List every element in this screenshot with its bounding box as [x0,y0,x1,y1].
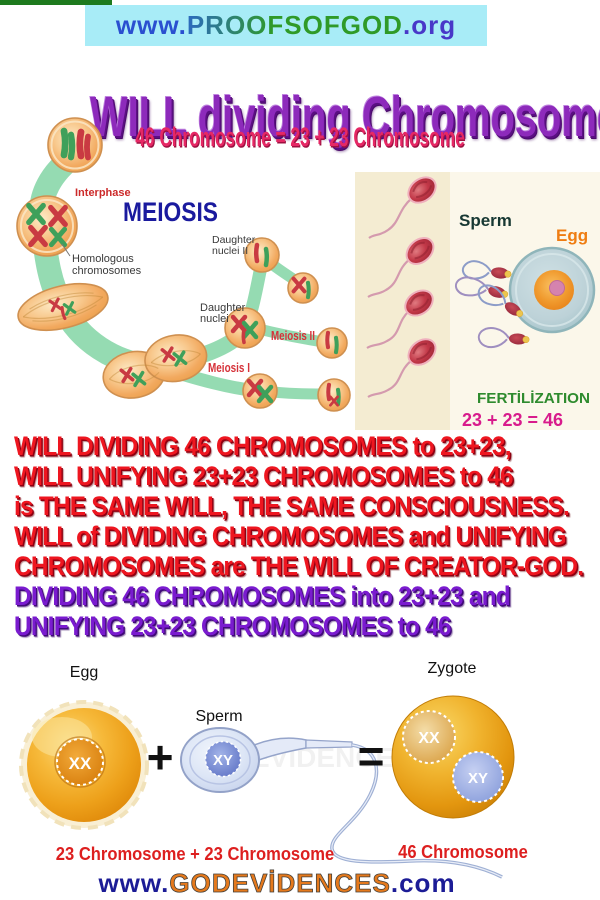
daughter-cell-5 [242,373,278,409]
equals-sign: = [358,730,385,782]
banner-domain: PROOFSOFGOD [186,10,403,40]
interphase-label: Interphase [75,187,131,199]
meiosis1-cell [102,334,208,399]
egg-xx-label: XX [69,754,92,773]
swimming-sperm [461,260,512,280]
zygote-xx-label: XX [418,730,440,747]
daughter-cell-3 [224,307,266,349]
sperm-label: Sperm [459,211,512,230]
statement-line: WILL DIVIDING 46 CHROMOSOMES to 23+23, [14,431,511,461]
subtitle-equation: 46 Chromosome = 23 + 23 Chromosome [135,122,465,152]
homologous-pointer-line [61,243,71,257]
homologous-label-line2: chromosomes [72,265,142,277]
statement-line: UNIFYING 23+23 CHROMOSOMES to 46 [14,611,451,641]
sperm-xy-label: XY [213,752,233,769]
egg-cell [508,246,596,334]
fertilization-label: FERTİLİZATION [477,390,590,407]
statement-line: CHROMOSOMES are THE WILL OF CREATOR-GOD. [14,551,584,581]
footer-www: www. [98,868,170,898]
sperm-cell [367,237,435,298]
bottom-sperm: XY [180,727,503,879]
daughter-nuclei2-label-line1: Daughter [212,234,256,246]
bottom-egg-label: Egg [70,664,98,681]
statement-line: WILL UNIFYING 23+23 CHROMOSOMES to 46 [14,461,514,491]
banner-tld: .org [402,10,457,40]
homologous-label-line1: Homologous [72,253,134,265]
top-green-strip [0,0,112,5]
fertilization-equation: 23 + 23 = 46 [462,410,563,430]
sperm-cell [366,289,434,349]
plus-sign: + [147,731,174,783]
daughter-cell-6 [317,378,351,412]
swimming-sperm [477,327,530,349]
sperm-column [366,176,437,398]
footer-tld: .com [390,868,456,898]
bottom-zygote-label: Zygote [428,660,477,677]
footer-site-url: www.GODEVİDENCES.com [0,868,554,899]
top-site-banner: www.PROOFSOFGOD.org [85,5,487,46]
zygote-xy-label: XY [468,770,488,787]
daughter-nuclei2-label-line2: nuclei II [212,245,248,257]
swimming-sperm [477,284,524,317]
interphase-cell [47,117,103,173]
caption-23-plus-23: 23 Chromosome + 23 Chromosome [55,844,335,864]
daughter-nuclei-label-line1: Daughter [200,302,246,314]
banner-www: www. [115,10,187,40]
daughter-cell-1 [244,237,280,273]
bottom-sperm-label: Sperm [195,708,242,725]
caption-46: 46 Chromosome [398,842,528,862]
meiosis-fertilization-diagram: Interphase MEIOSIS Homologous chromosome… [16,117,600,430]
sperm-cell [367,338,437,398]
bottom-egg: XX [19,700,149,830]
sperm-cell [368,176,437,239]
meiosis-heading: MEIOSIS [123,197,218,227]
daughter-cell-4 [316,327,348,359]
egg-sperm-zygote-illustration: GODEVİDENCES XX Egg + XY Sperm = [19,660,515,879]
daughter-nuclei-label-line2: nuclei [200,313,229,325]
statement-line: WILL of DIVIDING CHROMOSOMES and UNIFYIN… [14,521,567,551]
meiosis1-label: Meiosis I [208,360,250,375]
fertilizing-sperm-group [454,260,530,349]
spindle-cell [17,282,109,332]
daughter-cell-2 [287,272,319,304]
homologous-cell [16,195,78,257]
meiosis2-label: Meiosis II [271,328,315,343]
statement-block: WILL DIVIDING 46 CHROMOSOMES to 23+23, W… [14,431,600,641]
footer-domain: GODEVİDENCES [169,868,391,899]
bottom-zygote: XX XY [391,695,515,819]
statement-line: is THE SAME WILL, THE SAME CONSCIOUSNESS… [14,491,570,521]
statement-line: DIVIDING 46 CHROMOSOMES into 23+23 and [14,581,511,611]
egg-label: Egg [556,226,588,245]
